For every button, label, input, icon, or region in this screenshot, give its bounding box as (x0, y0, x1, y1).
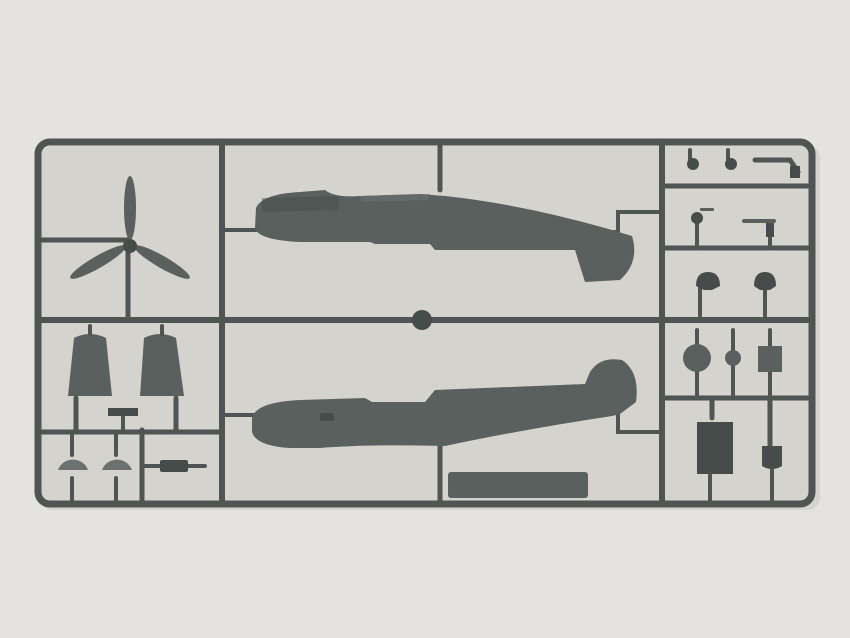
round-disc-small (725, 350, 741, 366)
fuselage-half-lower (252, 359, 637, 448)
square-plate-large (697, 422, 733, 474)
tail-piece-left (68, 324, 112, 396)
semicircle-part-right (102, 459, 132, 470)
small-bar-part (108, 408, 138, 416)
cowling-part-left (696, 272, 720, 290)
wheel-left (687, 158, 699, 170)
sprue-tag (448, 472, 588, 498)
small-propeller-part-left (691, 208, 714, 224)
sprue-gate-disc (412, 310, 432, 330)
semicircle-part-left (58, 459, 88, 470)
fuselage-half-upper (255, 190, 635, 282)
tail-piece-right (140, 324, 184, 396)
wheel-right (725, 158, 737, 170)
round-disc-large (683, 344, 711, 372)
small-block-part (790, 166, 800, 178)
cowling-part-right (754, 272, 776, 290)
square-plate-small (758, 346, 782, 372)
small-strut-part (160, 460, 188, 472)
propeller (70, 176, 190, 279)
small-propeller-part-right (742, 219, 776, 237)
seat-part (762, 446, 782, 469)
